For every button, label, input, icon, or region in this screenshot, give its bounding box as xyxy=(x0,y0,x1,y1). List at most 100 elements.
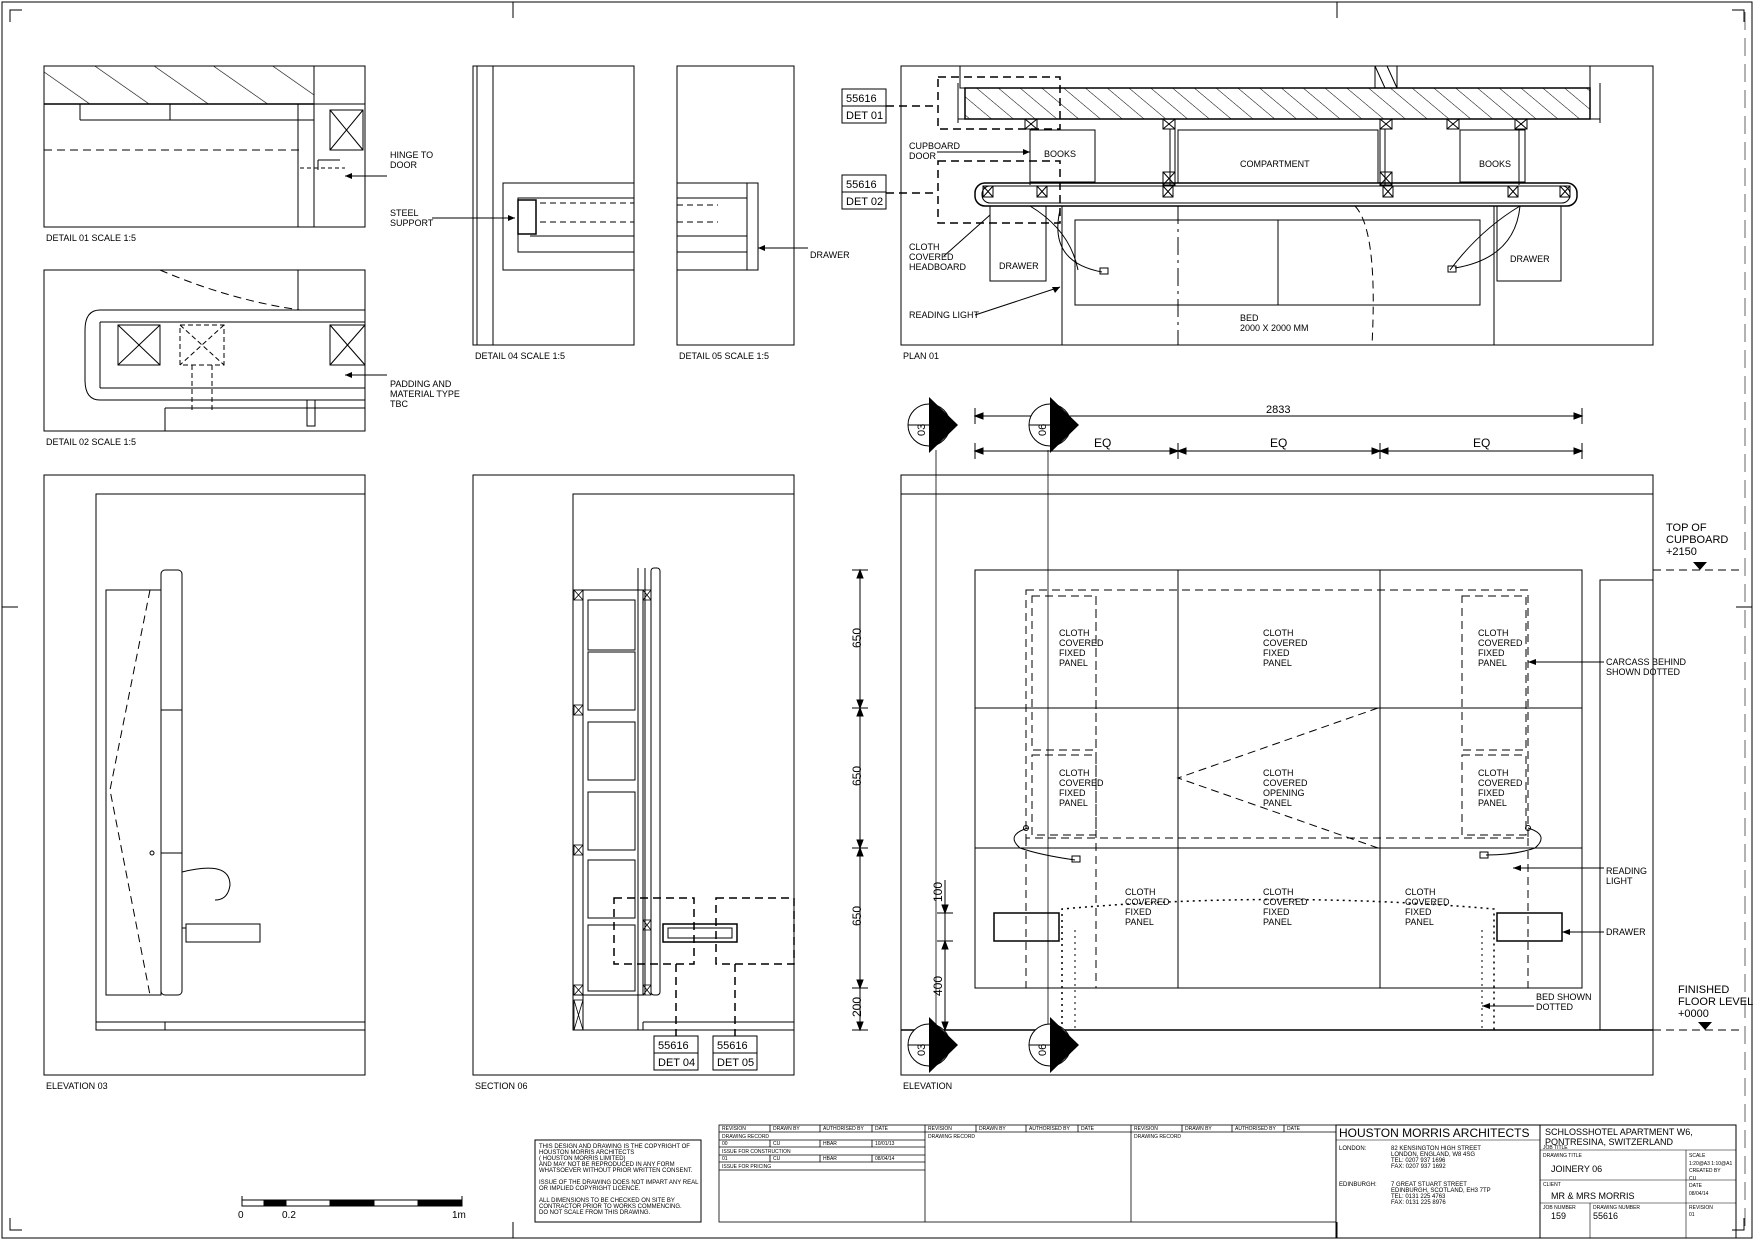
tag-05-num: 55616 xyxy=(717,1040,748,1052)
steel-label-1: STEEL xyxy=(390,208,419,218)
reading-light-label-2: LIGHT xyxy=(1606,876,1633,886)
svg-text:HBAR: HBAR xyxy=(823,1141,837,1147)
svg-text:SEC: SEC xyxy=(1052,1035,1064,1058)
detail-tag-04[interactable]: 55616 DET 04 xyxy=(653,1035,699,1071)
svg-text:JOB NUMBER: JOB NUMBER xyxy=(1543,1205,1576,1211)
tag-04-num: 55616 xyxy=(658,1040,689,1052)
svg-text:00: 00 xyxy=(722,1141,728,1147)
tag-05-det: DET 05 xyxy=(717,1057,754,1069)
svg-text:06: 06 xyxy=(1037,424,1049,436)
svg-text:03: 03 xyxy=(916,1044,928,1056)
plan-books-right: BOOKS xyxy=(1479,159,1511,169)
marker-ele-top[interactable]: 03 ELE xyxy=(907,397,958,453)
detail-tag-02[interactable]: 55616 DET 02 xyxy=(841,174,887,210)
svg-text:CLOTH: CLOTH xyxy=(1125,887,1156,897)
drawer-dim-400: 400 xyxy=(931,976,945,996)
scale-0: 0 xyxy=(238,1210,244,1221)
svg-text:ALL DIMENSIONS TO BE CHECKED: ALL DIMENSIONS TO BE CHECKED ON SITE BY xyxy=(539,1198,675,1204)
svg-text:COVERED: COVERED xyxy=(1478,778,1523,788)
svg-text:ISSUE FOR PRICING: ISSUE FOR PRICING xyxy=(722,1164,771,1170)
created-by: CU xyxy=(1689,1176,1697,1182)
svg-text:CLIENT: CLIENT xyxy=(1543,1182,1561,1188)
svg-text:DRAWING NUMBER: DRAWING NUMBER xyxy=(1593,1205,1640,1211)
plan-cupboard-door-1: CUPBOARD xyxy=(909,141,961,151)
height-3: 650 xyxy=(850,906,864,926)
drawing-number: 55616 xyxy=(1593,1211,1618,1221)
scale-bar: 0 0.2 1m xyxy=(238,1196,466,1221)
detail-tag-01[interactable]: 55616 DET 01 xyxy=(841,88,887,124)
tag-02-num: 55616 xyxy=(846,179,877,191)
hinge-label-1: HINGE TO xyxy=(390,150,433,160)
svg-text:EDINBURGH:: EDINBURGH: xyxy=(1339,1182,1377,1188)
svg-text:LONDON, ENGLAND, W8 4SG: LONDON, ENGLAND, W8 4SG xyxy=(1391,1152,1475,1158)
tag-04-det: DET 04 xyxy=(658,1057,695,1069)
carcass-label-2: SHOWN DOTTED xyxy=(1606,667,1680,677)
svg-text:AUTHORISED BY: AUTHORISED BY xyxy=(1029,1126,1071,1132)
detail-01-labels: HINGE TO DOOR STEEL SUPPORT xyxy=(390,150,515,228)
svg-text:ELE: ELE xyxy=(931,417,943,438)
svg-text:DRAWN BY: DRAWN BY xyxy=(773,1126,800,1132)
svg-text:COVERED: COVERED xyxy=(1125,897,1170,907)
svg-text:FIXED: FIXED xyxy=(1059,648,1086,658)
svg-text:SEC: SEC xyxy=(1052,415,1064,438)
drawer-dim-100: 100 xyxy=(931,882,945,902)
section-shelves xyxy=(587,599,636,992)
svg-text:TEL: 0207 937 1696: TEL: 0207 937 1696 xyxy=(1391,1158,1446,1164)
main-elevation: 2833 EQ EQ EQ 650 650 650 200 100 400 CL… xyxy=(850,397,1753,1091)
overall-dim-text: 2833 xyxy=(1266,404,1290,416)
svg-text:DATE: DATE xyxy=(1689,1183,1703,1189)
svg-text:ISSUE FOR CONSTRUCTION: ISSUE FOR CONSTRUCTION xyxy=(722,1149,791,1155)
plan-bed-1: BED xyxy=(1240,313,1259,323)
detail-02-caption: DETAIL 02 SCALE 1:5 xyxy=(46,437,136,447)
job-title-1: SCHLOSSHOTEL APARTMENT W6, xyxy=(1545,1127,1693,1137)
svg-text:OR IMPLIED COPYRIGHT LICENCE.: OR IMPLIED COPYRIGHT LICENCE. xyxy=(539,1186,641,1192)
svg-text:ELE: ELE xyxy=(931,1037,943,1058)
padding-label-2: MATERIAL TYPE xyxy=(390,389,460,399)
detail-01: DETAIL 01 SCALE 1:5 xyxy=(43,65,387,243)
overall-dimension xyxy=(973,408,1584,459)
svg-text:DRAWN BY: DRAWN BY xyxy=(979,1126,1006,1132)
scale-1m: 1m xyxy=(452,1210,466,1221)
svg-text:OPENING: OPENING xyxy=(1263,788,1305,798)
svg-text:CLOTH: CLOTH xyxy=(1263,768,1294,778)
svg-text:CU: CU xyxy=(773,1141,781,1147)
svg-text:COVERED: COVERED xyxy=(1405,897,1450,907)
detail-05: DRAWER DETAIL 05 SCALE 1:5 xyxy=(676,65,850,361)
job-title-2: PONTRESINA, SWITZERLAND xyxy=(1545,1137,1674,1147)
hinge-label-2: DOOR xyxy=(390,160,418,170)
finished-floor-1: FINISHED xyxy=(1678,984,1729,996)
marker-ele-bottom[interactable]: 03 ELE xyxy=(907,1017,958,1073)
svg-text:DO NOT SCALE FROM THIS DRAWI: DO NOT SCALE FROM THIS DRAWING. xyxy=(539,1210,651,1216)
marker-sec-bottom[interactable]: 06 SEC xyxy=(1028,1017,1079,1073)
bed-dotted-2: DOTTED xyxy=(1536,1002,1573,1012)
plan-headboard-1: CLOTH xyxy=(909,242,940,252)
finished-floor-3: +0000 xyxy=(1678,1008,1709,1020)
svg-text:LONDON:: LONDON: xyxy=(1339,1146,1367,1152)
section-06: 55616 DET 04 55616 DET 05 SECTION 06 xyxy=(472,474,795,1091)
reading-light-label-1: READING xyxy=(1606,866,1647,876)
steel-label-2: SUPPORT xyxy=(390,218,434,228)
svg-text:DRAWING RECORD: DRAWING RECORD xyxy=(722,1134,769,1140)
detail-tag-05[interactable]: 55616 DET 05 xyxy=(712,1035,758,1071)
plan-books-left: BOOKS xyxy=(1044,149,1076,159)
scale-02: 0.2 xyxy=(282,1210,296,1221)
finished-floor-2: FLOOR LEVEL xyxy=(1678,996,1753,1008)
svg-text:COVERED: COVERED xyxy=(1263,897,1308,907)
detail-04: DETAIL 04 SCALE 1:5 xyxy=(472,65,635,361)
svg-text:CLOTH: CLOTH xyxy=(1478,628,1509,638)
tag-01-num: 55616 xyxy=(846,93,877,105)
detail-01-caption: DETAIL 01 SCALE 1:5 xyxy=(46,233,136,243)
elevation-03: ELEVATION 03 xyxy=(43,474,366,1091)
marker-sec-top[interactable]: 06 SEC xyxy=(1028,397,1079,453)
svg-text:REVISION: REVISION xyxy=(1134,1126,1158,1132)
svg-text:COVERED: COVERED xyxy=(1059,638,1104,648)
svg-text:DATE: DATE xyxy=(1081,1126,1095,1132)
drawing-title: JOINERY 06 xyxy=(1551,1164,1602,1174)
